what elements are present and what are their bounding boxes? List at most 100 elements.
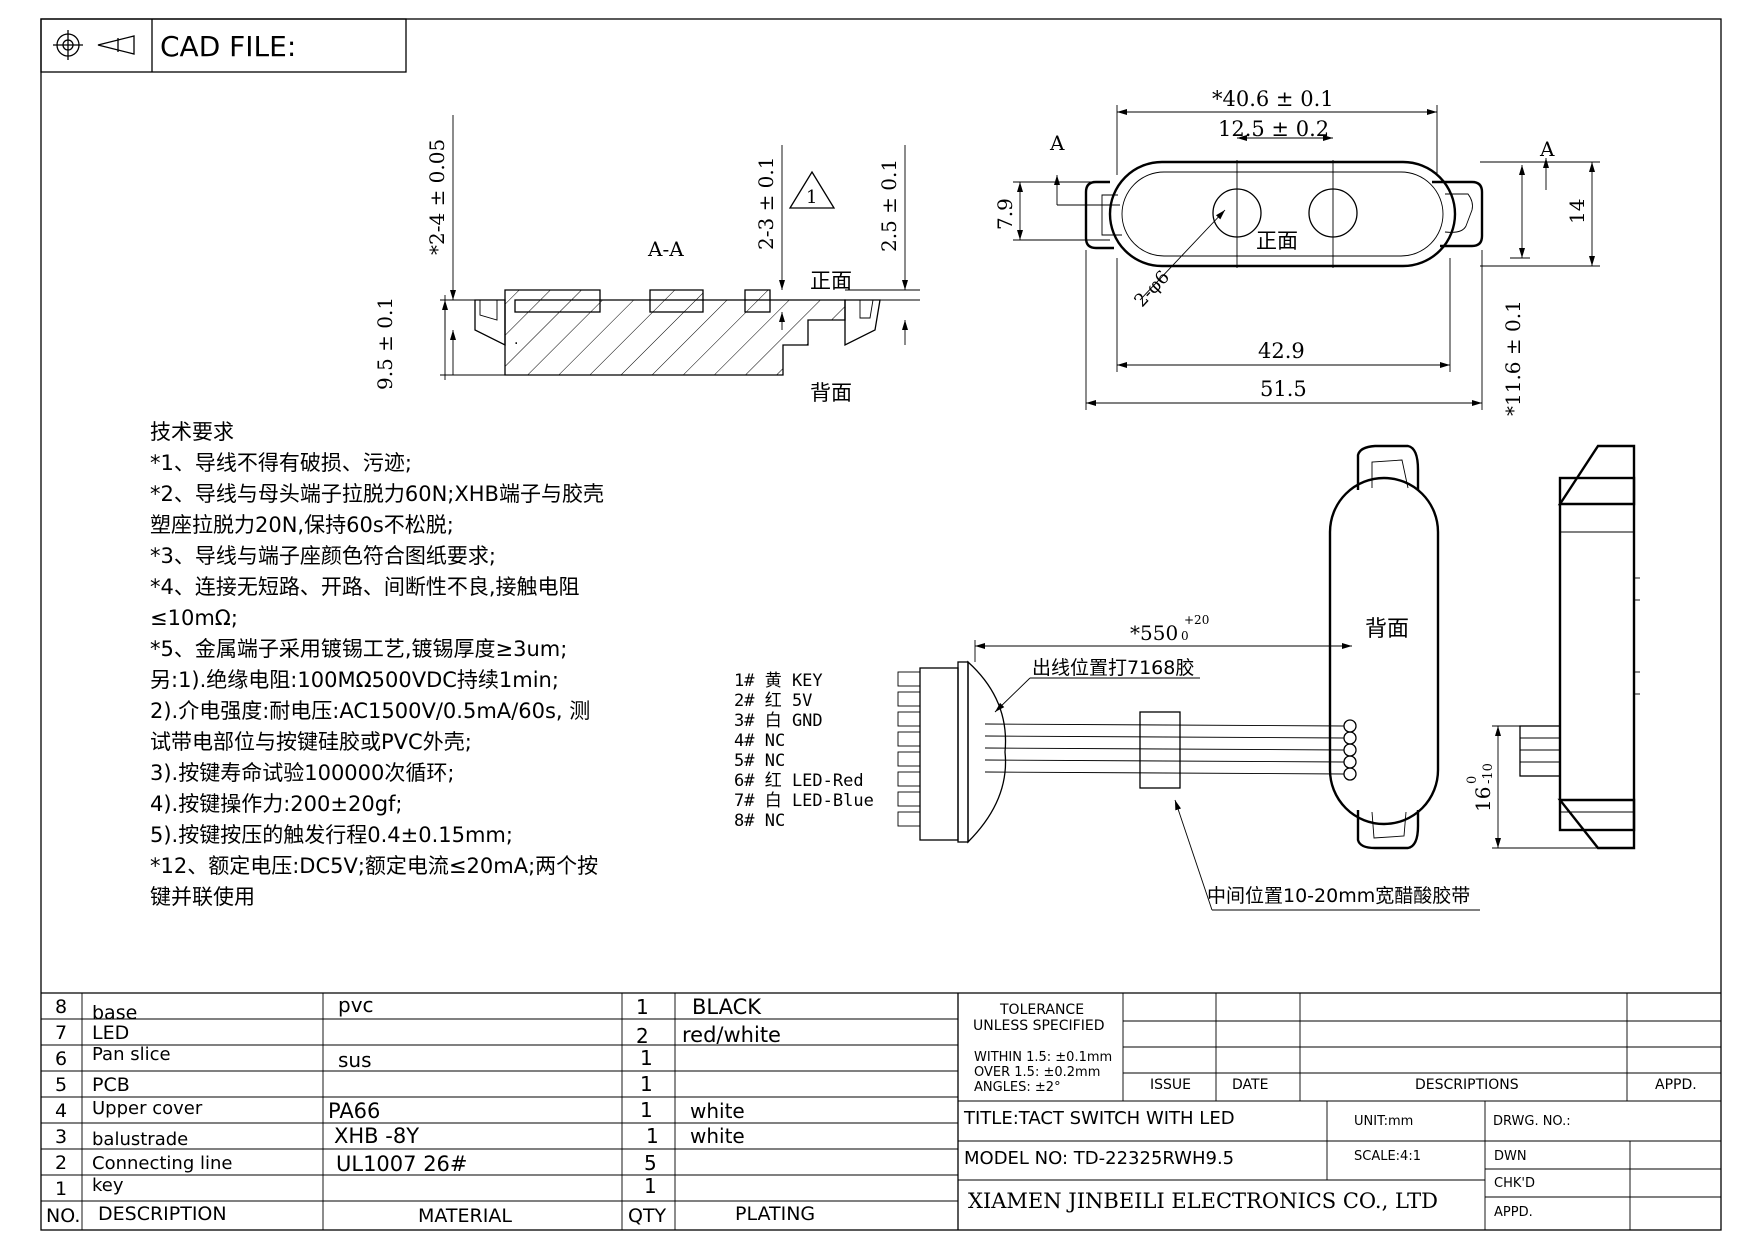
dim-cable-length: *550 (1130, 621, 1178, 645)
svg-text:key: key (92, 1175, 124, 1196)
tech-req-line: 技术要求 (150, 420, 234, 444)
glue-note: 出线位置打7168胶 (1032, 657, 1194, 679)
tech-req-line: 另:1).绝缘电阻:100MΩ500VDC持续1min; (150, 668, 559, 692)
svg-text:MATERIAL: MATERIAL (418, 1205, 512, 1227)
svg-text:XHB -8Y: XHB -8Y (334, 1124, 419, 1148)
svg-text:7: 7 (55, 1022, 67, 1044)
tech-requirements: 技术要求 *1、导线不得有破损、污迹; *2、导线与母头端子拉脱力60N;XHB… (150, 420, 604, 909)
tech-req-line: *12、额定电压:DC5V;额定电流≤20mA;两个按 (150, 854, 598, 878)
svg-text:3: 3 (55, 1126, 67, 1148)
svg-text:-10: -10 (1481, 763, 1496, 784)
svg-text:CHK'D: CHK'D (1494, 1176, 1535, 1191)
svg-text:1: 1 (636, 995, 649, 1019)
bom-table: 8 base pvc 1 BLACK 7 LED 2 red/white 6 P… (41, 992, 1721, 1230)
cad-file-label: CAD FILE: (160, 30, 296, 63)
svg-text:PLATING: PLATING (735, 1203, 815, 1225)
tech-req-line: ≤10mΩ; (150, 606, 238, 630)
svg-text:UNIT:mm: UNIT:mm (1354, 1114, 1413, 1129)
wire-entry-points (1343, 719, 1357, 781)
acetate-tape (1139, 711, 1181, 789)
section-label: A-A (647, 237, 684, 261)
model-number: MODEL NO: TD-22325RWH9.5 (964, 1148, 1234, 1169)
pin-item: 4# NC (734, 731, 785, 751)
cad-header: CAD FILE: (40, 18, 407, 73)
dim-2-3: 2-3 ± 0.1 (754, 157, 778, 251)
svg-text:red/white: red/white (682, 1023, 781, 1047)
cable-wires (984, 723, 1345, 775)
tech-req-line: *5、金属端子采用镀锡工艺,镀锡厚度≥3um; (150, 637, 567, 661)
svg-text:balustrade: balustrade (92, 1129, 188, 1150)
company-name: XIAMEN JINBEILI ELECTRONICS CO., LTD (968, 1189, 1438, 1213)
dim-hole-dia: 2-φ6 (1130, 267, 1174, 312)
svg-text:UNLESS SPECIFIED: UNLESS SPECIFIED (973, 1018, 1104, 1034)
svg-text:1: 1 (646, 1124, 659, 1148)
svg-text:DATE: DATE (1232, 1077, 1268, 1093)
tech-req-line: *1、导线不得有破损、污迹; (150, 451, 412, 475)
crosshair-icon (53, 30, 83, 60)
tech-req-line: 塑座拉脱力20N,保持60s不松脱; (150, 513, 454, 537)
svg-text:base: base (92, 1002, 137, 1024)
pin-item: 5# NC (734, 751, 785, 771)
dim-42-9: 42.9 (1258, 339, 1305, 363)
tech-req-line: *3、导线与端子座颜色符合图纸要求; (150, 544, 496, 568)
svg-text:A: A (1539, 137, 1555, 161)
side-view: 16 0 -10 (1465, 444, 1640, 850)
svg-text:0: 0 (1465, 776, 1480, 784)
svg-text:2: 2 (636, 1024, 649, 1048)
front-label-top: 正面 (1256, 229, 1298, 253)
switch-body-back (1328, 476, 1440, 826)
svg-text:DESCRIPTIONS: DESCRIPTIONS (1415, 1077, 1519, 1093)
svg-text:5: 5 (644, 1151, 657, 1175)
tech-req-line: 试带电部位与按键硅胶或PVC外壳; (150, 730, 472, 754)
dim-2-5: 2.5 ± 0.1 (877, 159, 901, 252)
bom-row: 3 balustrade XHB -8Y 1 white (55, 1124, 745, 1150)
bom-header-row: NO. DESCRIPTION MATERIAL QTY PLATING (46, 1203, 815, 1227)
svg-text:4: 4 (55, 1100, 67, 1122)
tech-req-line: *4、连接无短路、开路、间断性不良,接触电阻 (150, 575, 580, 599)
xhb-connector (897, 660, 1007, 844)
dim-12-5: 12.5 ± 0.2 (1218, 117, 1329, 141)
svg-text:BLACK: BLACK (692, 995, 762, 1019)
svg-text:TOLERANCE: TOLERANCE (999, 1002, 1084, 1018)
title-block: TOLERANCE UNLESS SPECIFIED WITHIN 1.5: ±… (958, 993, 1721, 1230)
pin-item: 7# 白 LED-Blue (734, 791, 874, 811)
svg-text:Upper cover: Upper cover (92, 1098, 203, 1119)
svg-text:A: A (1049, 131, 1065, 155)
tech-req-line: 5).按键按压的触发行程0.4±0.15mm; (150, 823, 513, 847)
svg-text:PA66: PA66 (328, 1099, 380, 1123)
svg-text:APPD.: APPD. (1494, 1205, 1533, 1220)
bom-row: 6 Pan slice sus 1 (55, 1044, 653, 1072)
bom-row: 2 Connecting line UL1007 26# 5 (55, 1151, 657, 1176)
dim-14: 14 (1565, 199, 1589, 224)
svg-text:1: 1 (640, 1046, 653, 1070)
svg-text:1: 1 (640, 1072, 653, 1096)
svg-text:QTY: QTY (628, 1205, 667, 1227)
dim-51-5: 51.5 (1260, 377, 1307, 401)
back-view: 背面 (897, 444, 1480, 911)
svg-text:WITHIN 1.5: ±0.1mm: WITHIN 1.5: ±0.1mm (974, 1050, 1112, 1065)
svg-text:Connecting line: Connecting line (92, 1153, 232, 1174)
bom-row: 5 PCB 1 (55, 1072, 653, 1096)
dim-40-6: *40.6 ± 0.1 (1212, 87, 1334, 111)
svg-text:.: . (514, 332, 518, 348)
pin-list: 1# 黄 KEY 2# 红 5V 3# 白 GND 4# NC 5# NC 6#… (734, 671, 874, 831)
svg-text:UL1007 26#: UL1007 26# (336, 1152, 468, 1176)
svg-text:PCB: PCB (92, 1074, 130, 1096)
back-label-view: 背面 (1365, 617, 1409, 642)
bom-row: 7 LED 2 red/white (55, 1022, 781, 1048)
tech-req-line: 4).按键操作力:200±20gf; (150, 792, 403, 816)
svg-text:DWN: DWN (1494, 1149, 1527, 1164)
svg-text:5: 5 (55, 1074, 67, 1096)
tech-req-line: 键并联使用 (150, 885, 255, 909)
dim-7-9: 7.9 (993, 198, 1017, 230)
svg-text:1: 1 (644, 1174, 657, 1198)
svg-text:ISSUE: ISSUE (1150, 1077, 1191, 1093)
switch-body-top (1108, 160, 1457, 268)
svg-text:Pan slice: Pan slice (92, 1044, 171, 1065)
back-label-section: 背面 (810, 381, 852, 405)
drawing-border (40, 18, 1722, 1231)
svg-text:8: 8 (55, 996, 67, 1018)
dim-11-6: *11.6 ± 0.1 (1501, 300, 1525, 416)
pin-item: 3# 白 GND (734, 711, 823, 731)
section-view: A-A . 9.5 ± 0.1 *2-4 ± 0.05 2-3 ± 0.1 (373, 115, 920, 405)
